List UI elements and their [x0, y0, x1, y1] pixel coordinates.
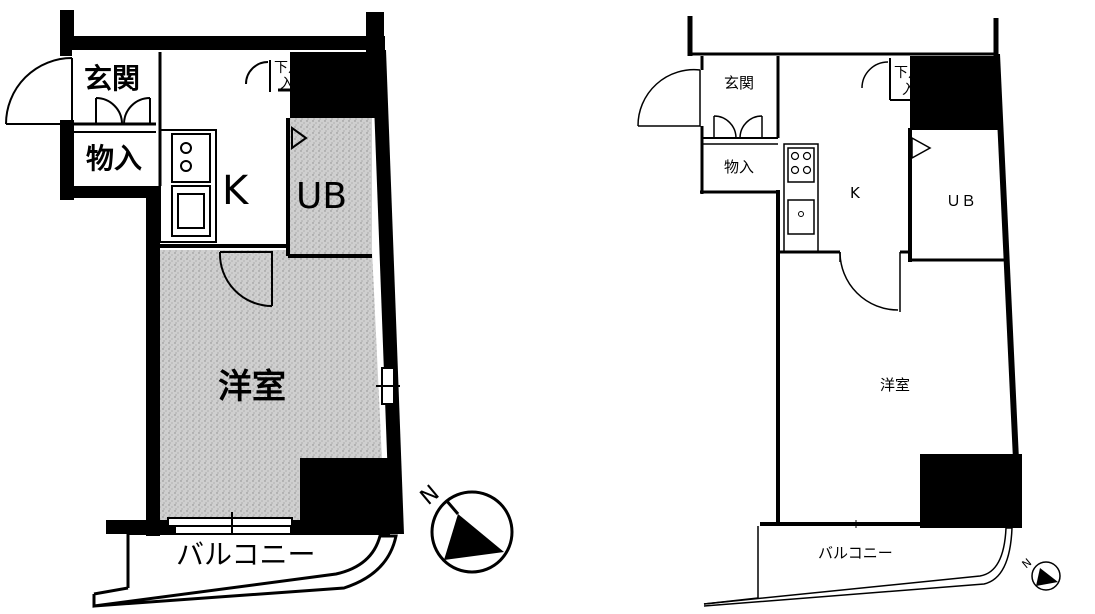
right-entry-door: [637, 68, 701, 127]
right-label-geta-bottom: 入: [902, 82, 916, 98]
right-north-compass: N: [1020, 556, 1061, 591]
right-label-room: 洋室: [880, 376, 910, 394]
left-wall-right: [372, 50, 404, 534]
left-wall-bottom-right: [290, 520, 400, 534]
left-wall-block-right: [290, 52, 375, 118]
right-north-label: N: [1020, 556, 1035, 571]
right-wall-right: [994, 54, 1022, 524]
right-label-kitchen: K: [850, 184, 861, 202]
left-north-compass: N: [416, 481, 514, 574]
left-wall-left-entry: [60, 40, 72, 56]
right-label-monoire: 物入: [724, 158, 754, 176]
left-label-monoire: 物入: [86, 142, 142, 175]
left-wall-bottom: [106, 520, 176, 534]
right-label-genkan: 玄関: [724, 74, 754, 92]
left-wall-top: [60, 36, 385, 50]
left-label-balcony: バルコニー: [176, 538, 315, 571]
right-label-bath: ＵＢ: [946, 192, 976, 210]
left-label-genkan: 玄関: [84, 62, 140, 95]
left-wall-top-right-post: [366, 12, 384, 52]
right-floor-plan: 玄関 物入 下足 入 K ＵＢ 洋室 バルコニー N: [637, 16, 1061, 607]
left-entry-door: [5, 57, 73, 125]
left-room-area: [160, 250, 382, 522]
right-balcony-outline: [703, 526, 1013, 607]
left-label-geta-top: 下足: [274, 60, 302, 76]
left-floor-plan: 玄関 物入 下足 入 K UB 洋室 バルコニー N: [5, 10, 514, 608]
right-label-balcony: バルコニー: [818, 544, 893, 562]
left-wall-left-main: [146, 186, 160, 536]
right-wall-block: [910, 56, 998, 130]
left-wall-left-low: [60, 186, 160, 198]
left-balcony-outline: [92, 534, 398, 608]
left-label-bath: UB: [296, 176, 347, 217]
right-black-block: [920, 454, 1022, 528]
right-label-geta-top: 下足: [894, 65, 922, 81]
left-label-geta-bottom: 入: [280, 76, 294, 92]
left-label-room: 洋室: [218, 367, 286, 407]
left-label-kitchen: K: [222, 168, 250, 214]
left-wall-left-mid: [60, 120, 74, 200]
